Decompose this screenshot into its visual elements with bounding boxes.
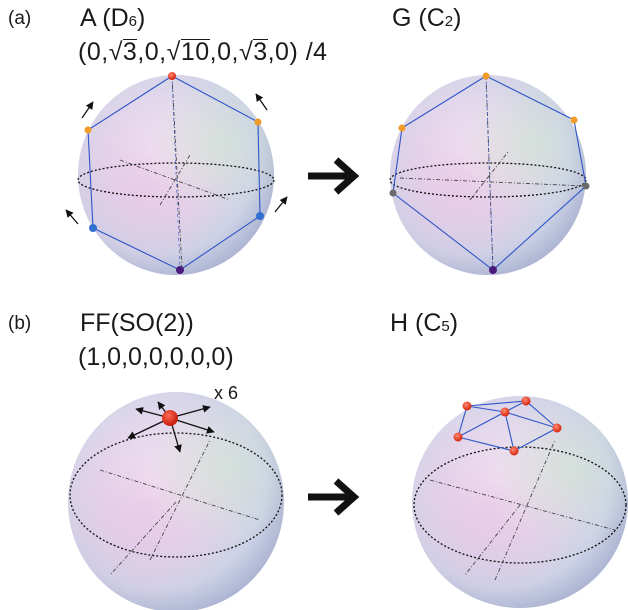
state-h-title: H (C5) (390, 309, 458, 338)
point-blue (256, 212, 264, 220)
state-a-title: A (D6) (80, 4, 145, 33)
point-purple (176, 266, 184, 274)
point-orange (482, 72, 490, 80)
point-red (509, 446, 519, 456)
point-orange (398, 124, 406, 132)
sqrt-radicand: 3 (253, 38, 268, 66)
multiplicity-label: x 6 (214, 383, 239, 403)
polyhedron-edges (457, 400, 558, 452)
point-red (521, 396, 531, 406)
point-gray (582, 182, 590, 190)
state-g-title-end: ) (453, 4, 462, 32)
equator-line (77, 162, 275, 198)
transition-arrow (308, 157, 360, 195)
state-h-title-end: ) (449, 309, 459, 337)
internal-axes (429, 439, 616, 581)
internal-axes (99, 439, 261, 576)
point-orange (570, 116, 578, 124)
point-red (552, 423, 562, 433)
point-purple (489, 266, 497, 274)
sqrt-radicand: 3 (122, 38, 138, 66)
coords-mid: ,0, (137, 38, 167, 66)
equator-line (389, 162, 587, 198)
sphere-ff (68, 392, 284, 610)
state-h-title-sub: 5 (441, 318, 450, 335)
sphere-h (412, 396, 628, 608)
state-ff-coordinates: (1,0,0,0,0,0,0) (78, 343, 234, 371)
displacement-arrows (65, 93, 288, 225)
coords-prefix: (0, (78, 38, 109, 66)
point-orange (84, 126, 92, 134)
point-red (500, 407, 510, 417)
state-a-title-end: ) (136, 4, 146, 32)
equator-line (413, 446, 627, 564)
state-g-title-sub: 2 (444, 13, 454, 30)
sphere-g (389, 72, 590, 275)
coords-mid: ,0, (209, 38, 239, 66)
point-red (462, 401, 472, 411)
coords-suffix: ,0) /4 (267, 38, 328, 66)
sqrt-radicand: 10 (180, 38, 210, 66)
state-g-title: G (C2) (392, 4, 461, 33)
sqrt-sign: √ (238, 38, 254, 66)
transition-arrow (308, 478, 360, 516)
panel-a-tag: (a) (8, 8, 32, 29)
internal-axes (399, 75, 586, 271)
point-gray (389, 189, 397, 197)
state-a-title-main: A (D (80, 4, 129, 32)
point-red (168, 72, 176, 80)
sqrt-sign: √ (108, 38, 123, 66)
equator-line (69, 432, 283, 558)
sqrt-sign: √ (166, 38, 181, 66)
point-orange (254, 118, 262, 126)
state-ff-title: FF(SO(2)) (80, 309, 194, 337)
panel-b-tag: (b) (8, 313, 32, 334)
point-red (453, 432, 463, 442)
state-h-title-main: H (C (390, 309, 442, 337)
point-red-cluster (162, 410, 178, 426)
state-a-coordinates: (0,√3,0,√10,0,√3,0) /4 (78, 38, 328, 67)
state-a-title-sub: 6 (128, 13, 137, 30)
internal-axes (119, 75, 231, 271)
state-g-title-main: G (C (392, 4, 445, 32)
sphere-a (65, 72, 288, 275)
point-blue (89, 224, 97, 232)
